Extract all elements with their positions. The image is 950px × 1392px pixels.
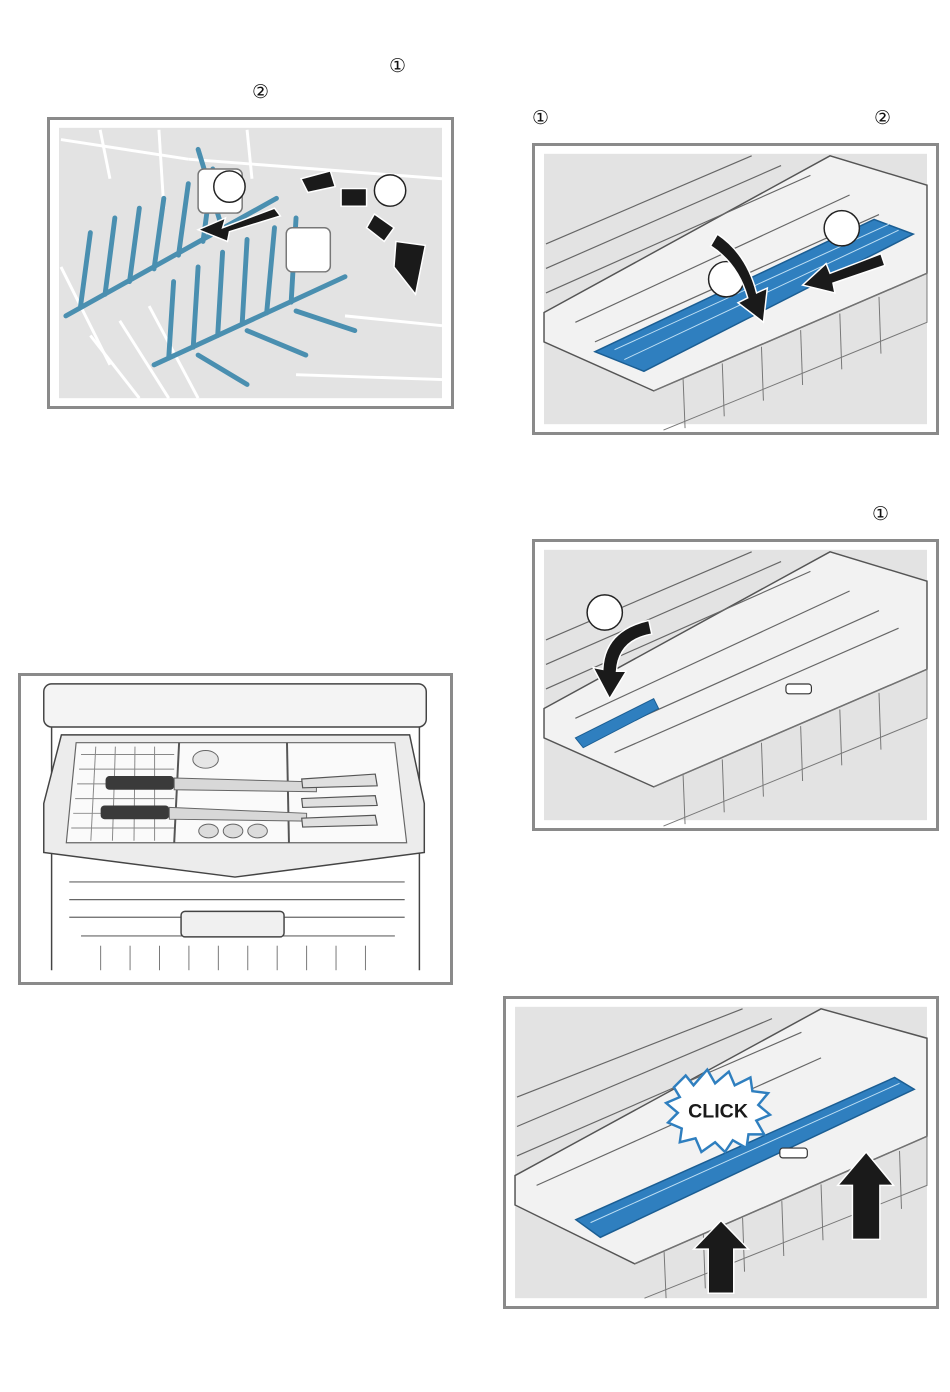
step-circle-2 bbox=[374, 175, 405, 206]
figure-click-in: CLICK bbox=[503, 996, 939, 1309]
fold-tray-illustration bbox=[535, 542, 936, 828]
countertop bbox=[44, 684, 427, 727]
figure-fold-tray bbox=[532, 539, 939, 831]
figure-cutlery-drawer bbox=[18, 673, 453, 985]
hinge-housing-2 bbox=[286, 228, 330, 272]
figure-remove-tray bbox=[532, 143, 939, 435]
spoon bbox=[193, 751, 219, 769]
step-circle-1 bbox=[587, 595, 622, 630]
fig2-marker-2: ② bbox=[874, 108, 891, 128]
rack-handle bbox=[181, 911, 284, 937]
fig2-marker-1: ① bbox=[532, 108, 549, 128]
click-in-illustration: CLICK bbox=[506, 999, 936, 1306]
latch bbox=[780, 1148, 807, 1158]
spoons-row bbox=[199, 824, 268, 838]
fold-tines-illustration bbox=[50, 120, 451, 406]
fig3-marker-1: ① bbox=[872, 504, 889, 524]
step-circle-2 bbox=[824, 211, 859, 246]
latch bbox=[786, 684, 811, 694]
figure-fold-tines bbox=[47, 117, 454, 409]
forks bbox=[302, 774, 378, 827]
remove-tray-illustration bbox=[535, 146, 936, 432]
fig1-marker-2: ② bbox=[252, 82, 269, 102]
fig1-marker-1: ① bbox=[389, 56, 406, 76]
step-circle-1 bbox=[214, 171, 245, 202]
click-label: CLICK bbox=[688, 1101, 748, 1123]
cutlery-drawer-illustration bbox=[21, 676, 450, 982]
